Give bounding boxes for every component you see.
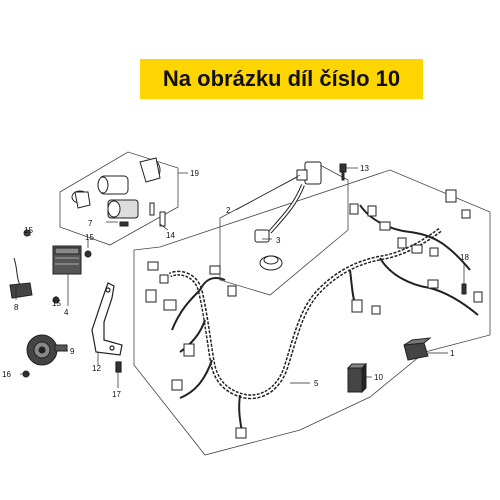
part-number-banner: Na obrázku díl číslo 10 [140,59,423,99]
relay-10 [346,362,368,394]
label-14: 14 [166,231,175,240]
ignition-coil [254,161,322,271]
label-8: 8 [14,303,19,312]
label-10: 10 [374,373,383,382]
label-1: 1 [450,349,455,358]
label-12: 12 [92,364,101,373]
label-16: 16 [2,370,11,379]
regulator-4 [52,245,92,304]
key-switch-set [71,157,166,227]
label-7: 7 [88,219,93,228]
label-18: 18 [460,253,469,262]
label-5: 5 [314,379,319,388]
bracket-12 [91,282,123,373]
label-15-left: 15 [24,226,33,235]
label-15-mid: 15 [85,233,94,242]
label-15-low: 15 [52,299,61,308]
group-box-main-harness [133,169,491,456]
group-box-switches [59,151,179,246]
label-4: 4 [64,308,69,317]
leader-lines [15,167,465,388]
horn-9 [22,334,68,378]
main-harness-5 [168,204,479,433]
group-box-ignition-coil [219,164,349,296]
label-9: 9 [70,347,75,356]
harness-connectors [145,189,483,439]
label-13: 13 [360,164,369,173]
banner-text: Na obrázku díl číslo 10 [162,66,401,91]
label-17: 17 [112,390,121,399]
sensor-8 [9,229,33,299]
label-19: 19 [190,169,199,178]
label-2: 2 [226,206,231,215]
bolt-13 [339,163,347,181]
connector-block-1 [403,337,432,361]
label-3: 3 [276,236,281,245]
